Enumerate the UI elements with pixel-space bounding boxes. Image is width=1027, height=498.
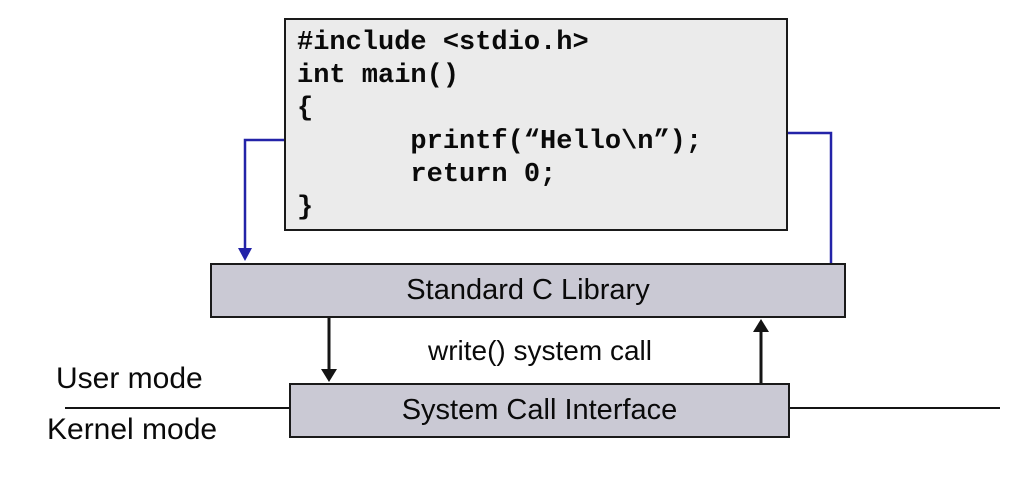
standard-c-library-label: Standard C Library [406, 274, 650, 306]
code-line-return: return 0; [297, 160, 557, 190]
user-mode-label: User mode [56, 362, 203, 395]
printf-to-library-arrowhead [238, 248, 252, 261]
code-line-include: #include <stdio.h> [297, 28, 589, 58]
code-line-close-brace: } [297, 193, 314, 223]
library-to-syscall-arrowhead [321, 369, 337, 382]
code-line-printf: printf(“Hello\n”); [297, 127, 703, 157]
code-box: #include <stdio.h> int main() { printf(“… [284, 18, 788, 231]
code-line-open-brace: { [297, 94, 314, 124]
code-line-main: int main() [297, 61, 460, 91]
write-syscall-label: write() system call [427, 335, 652, 366]
system-call-interface-label: System Call Interface [401, 394, 678, 426]
standard-c-library-box: Standard C Library [210, 263, 846, 318]
kernel-mode-label: Kernel mode [47, 413, 218, 446]
system-call-interface-box: System Call Interface [289, 383, 790, 438]
code-text: #include <stdio.h> int main() { printf(“… [286, 20, 786, 225]
syscall-to-library-arrowhead [753, 319, 769, 332]
